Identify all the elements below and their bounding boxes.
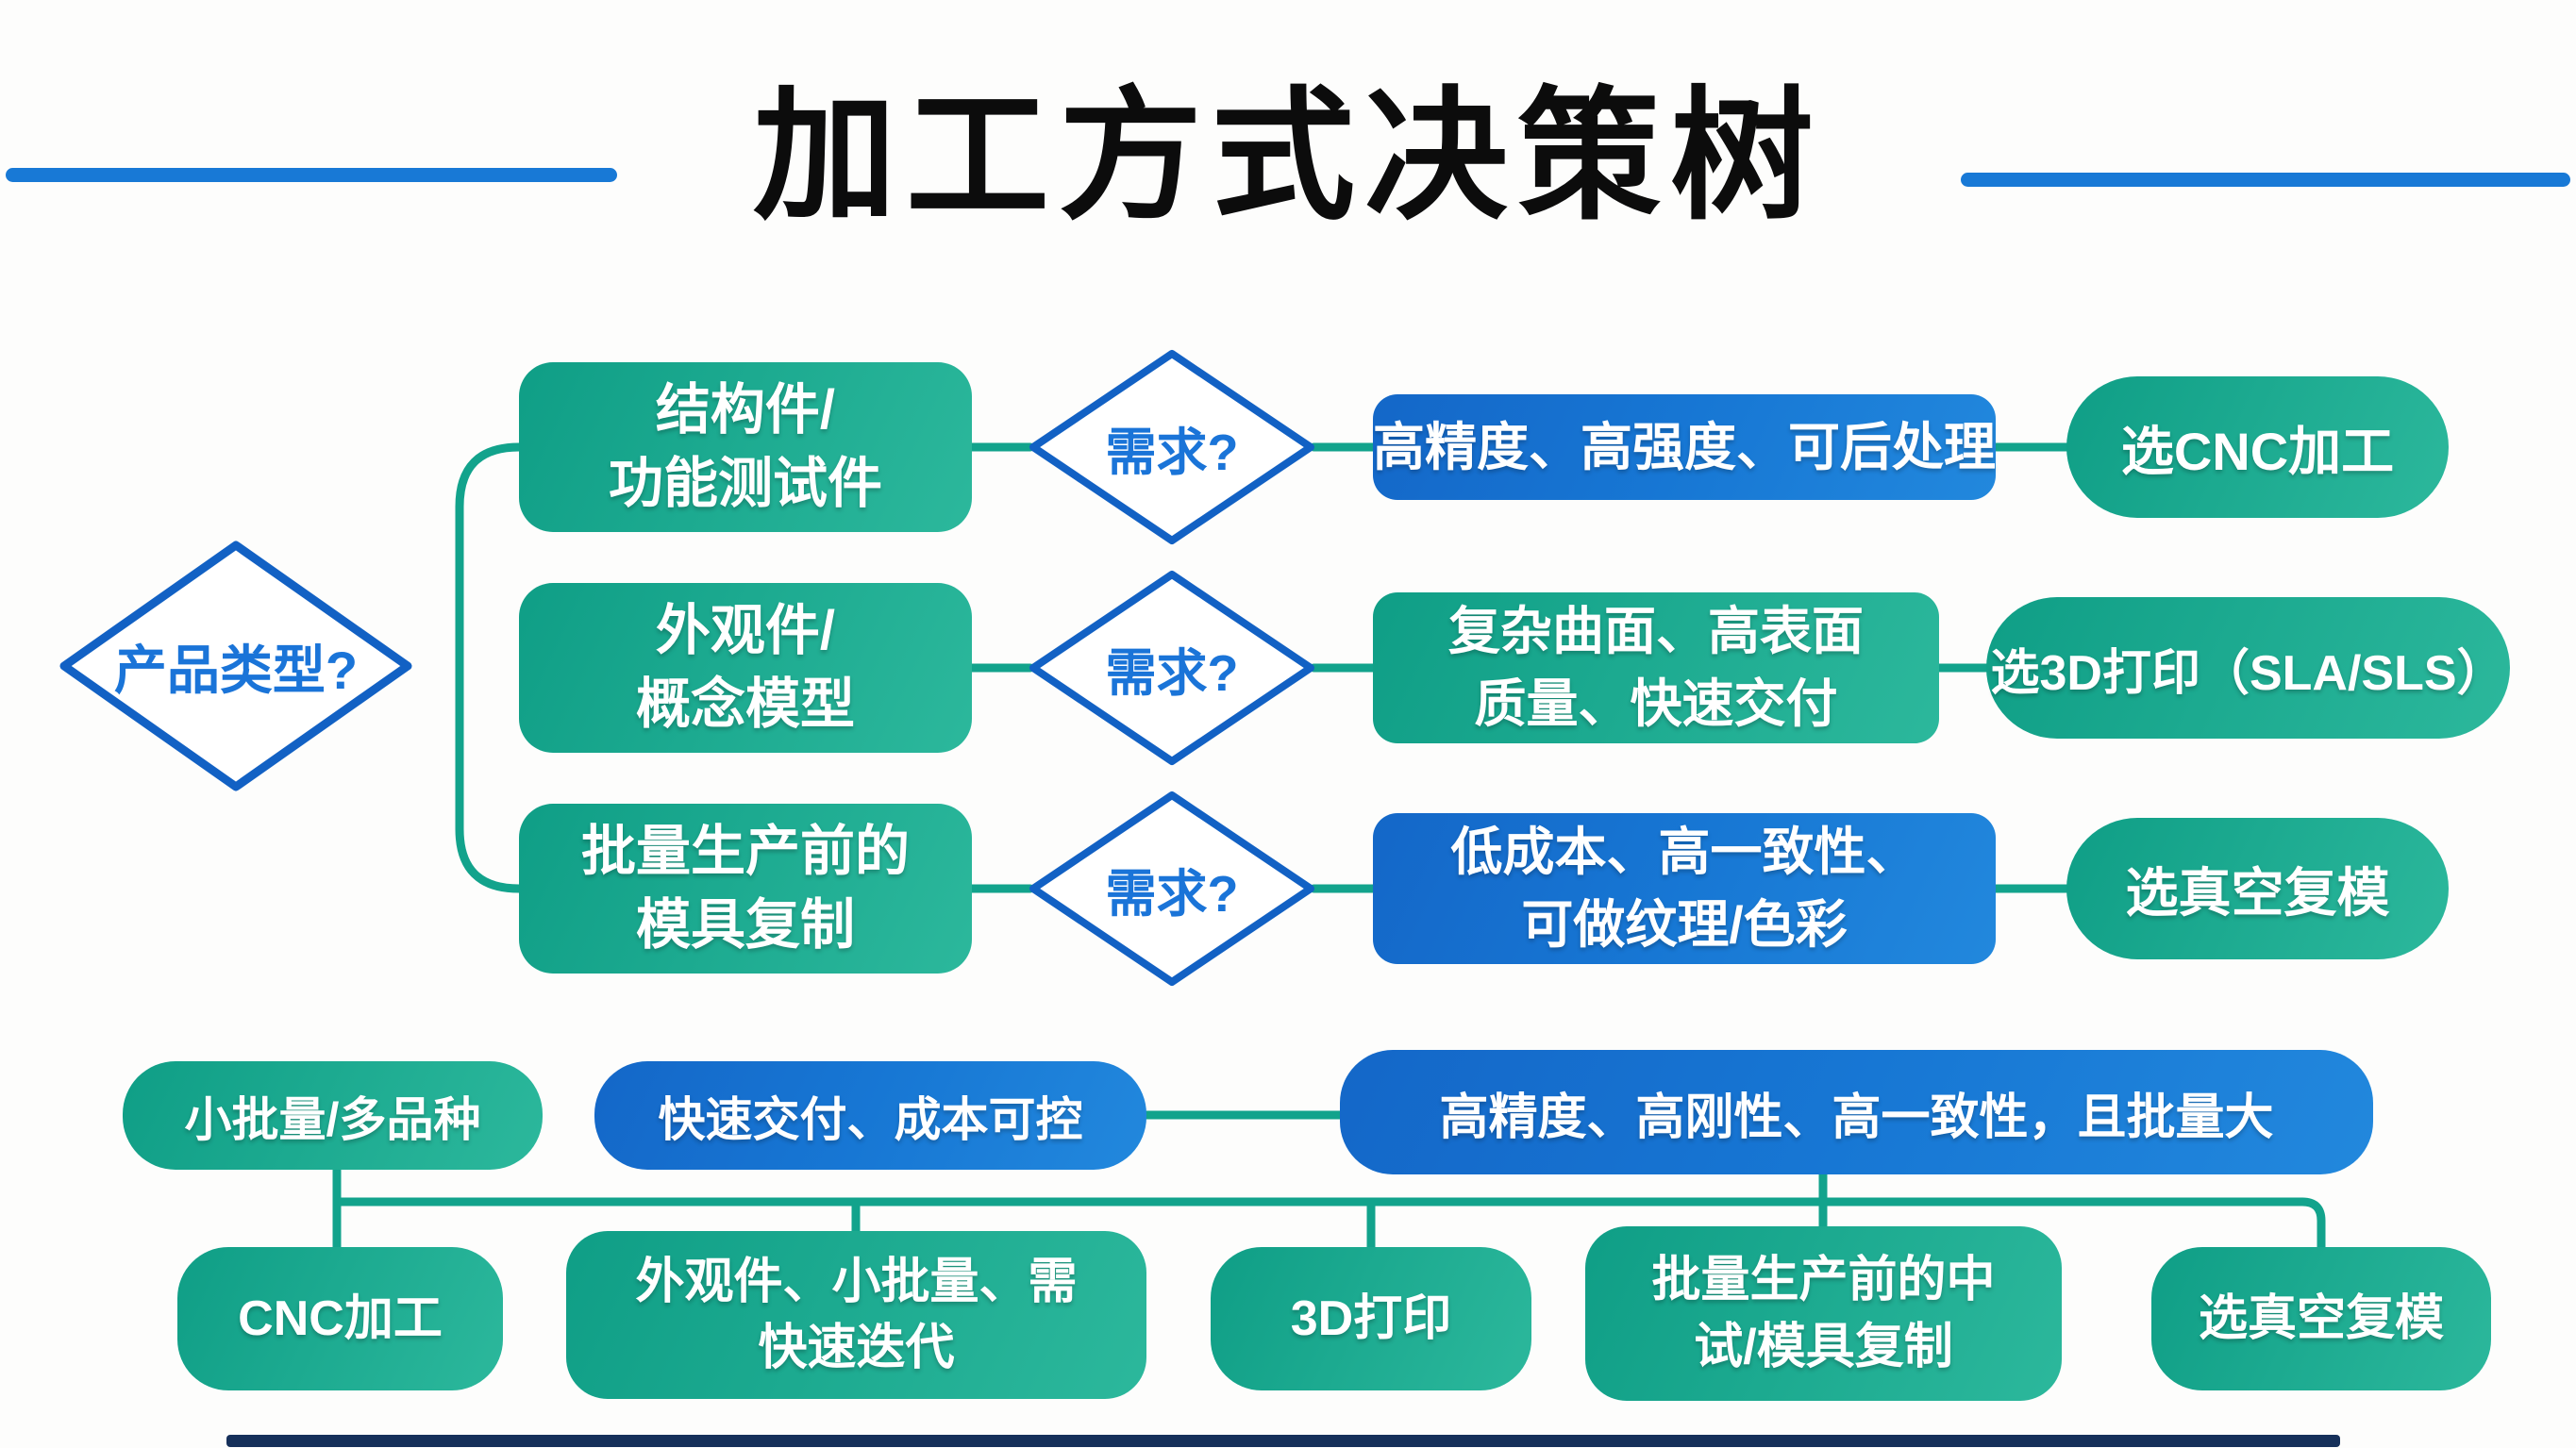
requirement-label: 复杂曲面、高表面 质量、快速交付 [1447,602,1864,733]
category-label: 外观件/ 概念模型 [635,599,855,735]
requirement-label: 低成本、高一致性、 可做纹理/色彩 [1450,823,1918,954]
page-title: 加工方式决策树 [753,76,1823,237]
question-label: 需求? [1105,644,1239,702]
outcome-vacuum-casting: 选真空复模 [2151,1247,2491,1390]
outcome-label: 外观件、小批量、需 快速迭代 [635,1254,1078,1375]
question-label: 需求? [1105,865,1239,923]
root-question-label: 产品类型? [113,640,359,700]
scenario-fast-delivery: 快速交付、成本可控 [594,1061,1146,1170]
outcome-appearance-small-batch: 外观件、小批量、需 快速迭代 [566,1231,1146,1399]
outcome-label: 选真空复模 [2198,1290,2444,1346]
category-pre-production-mold: 批量生产前的 模具复制 [519,804,972,974]
question-diamond-1: 需求? [1029,349,1315,545]
requirement-box-3: 低成本、高一致性、 可做纹理/色彩 [1373,813,1996,964]
outcome-pilot-mold-copy: 批量生产前的中 试/模具复制 [1585,1226,2062,1401]
category-structural-parts: 结构件/ 功能测试件 [519,362,972,532]
requirement-box-1: 高精度、高强度、可后处理 [1373,394,1996,500]
root-question-diamond: 产品类型? [59,540,413,792]
question-diamond-2: 需求? [1029,570,1315,766]
result-label: 选3D打印（SLA/SLS） [1990,645,2506,701]
category-label: 批量生产前的 模具复制 [580,820,910,956]
scenario-label: 快速交付、成本可控 [658,1092,1083,1146]
category-label: 结构件/ 功能测试件 [608,378,882,514]
scenario-high-precision-volume: 高精度、高刚性、高一致性，且批量大 [1340,1050,2373,1174]
question-label: 需求? [1105,424,1239,481]
outcome-cnc: CNC加工 [177,1247,503,1390]
outcome-label: CNC加工 [238,1290,443,1346]
category-appearance-parts: 外观件/ 概念模型 [519,583,972,753]
outcome-label: 批量生产前的中 试/模具复制 [1651,1253,1996,1374]
result-label: 选真空复模 [2125,862,2390,923]
scenario-label: 小批量/多品种 [184,1092,481,1146]
outcome-3d-print: 3D打印 [1211,1247,1531,1390]
question-diamond-3: 需求? [1029,791,1315,987]
requirement-box-2: 复杂曲面、高表面 质量、快速交付 [1373,592,1939,743]
title-dash-left [6,168,617,182]
footer-bar [226,1435,2340,1447]
scenario-small-batch: 小批量/多品种 [123,1061,543,1170]
result-vacuum-casting: 选真空复模 [2066,818,2449,959]
result-3d-print: 选3D打印（SLA/SLS） [1986,597,2510,739]
requirement-label: 高精度、高强度、可后处理 [1373,417,1997,476]
result-cnc: 选CNC加工 [2066,376,2449,518]
scenario-label: 高精度、高刚性、高一致性，且批量大 [1439,1090,2274,1145]
result-label: 选CNC加工 [2120,421,2395,481]
outcome-label: 3D打印 [1290,1290,1452,1346]
title-dash-right [1961,173,2570,187]
